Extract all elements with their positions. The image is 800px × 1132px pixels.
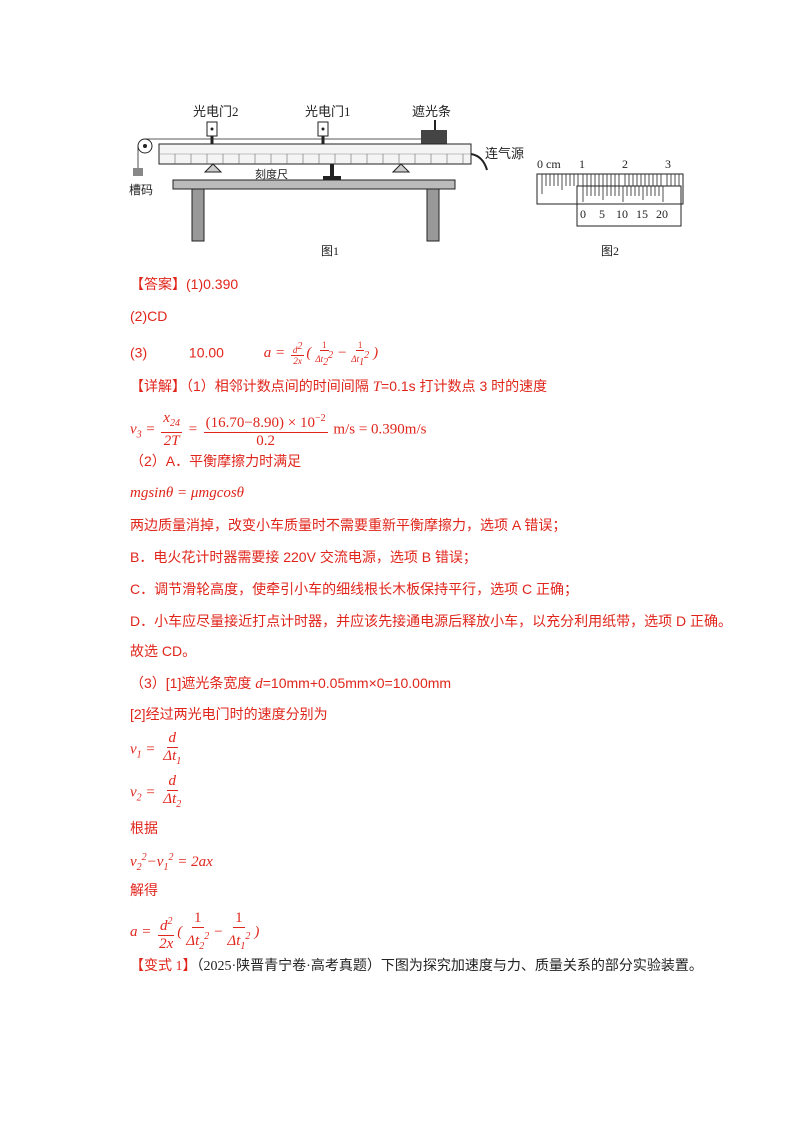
- detail-l9: [2]经过两光电门时的速度分别为: [130, 706, 328, 722]
- air-label: 连气源: [485, 146, 524, 161]
- detail-tag: 【详解】: [130, 378, 186, 394]
- answer-part-1: (1)0.390: [186, 276, 239, 292]
- figure-2-vernier-caliper: 0 cm 1 2 3 0 5 10 15 20 图2: [536, 157, 684, 258]
- answer-line-1: 【答案】(1)0.390: [130, 274, 238, 294]
- detail-line-1: 【详解】（1）相邻计数点间的时间间隔 T=0.1s 打计数点 3 时的速度: [130, 376, 547, 397]
- eq1-unit: m/s = 0.390m/s: [333, 421, 427, 438]
- answer-tag: 【答案】: [130, 276, 186, 292]
- vernier-label-10: 10: [616, 207, 628, 221]
- main-scale-label-2: 2: [622, 157, 628, 171]
- eq1-den: 2T: [163, 433, 180, 449]
- variant-line: 【变式 1】（2025·陕晋青宁卷·高考真题）下图为探究加速度与力、质量关系的部…: [130, 957, 703, 977]
- detail-l3: 两边质量消掉，改变小车质量时不需要重新平衡摩擦力，选项 A 错误；: [130, 517, 567, 533]
- detail-l8-var: d: [255, 676, 263, 692]
- shade-label: 遮光条: [412, 104, 451, 119]
- detail-l8-text-a: （3）[1]遮光条宽度: [130, 675, 256, 691]
- eq1-x: x: [163, 410, 170, 426]
- equation-kinematic: v22−v12 = 2ax: [130, 852, 213, 873]
- detail-l1-var: T: [372, 379, 382, 395]
- answer-part-2: (2)CD: [130, 308, 168, 324]
- equation-friction: mgsinθ = μmgcosθ: [130, 485, 245, 501]
- eq1-x-sub: 24: [169, 418, 180, 429]
- detail-l6: D．小车应尽量接近打点计时器，并应该先接通电源后释放小车，以充分利用纸带，选项 …: [130, 613, 732, 629]
- main-scale-label-0: 0 cm: [537, 157, 561, 171]
- detail-l1-text-b: =0.1s 打计数点 3 时的速度: [381, 378, 548, 394]
- eq1-lhs-sub: 3: [136, 429, 142, 441]
- vernier-label-5: 5: [599, 207, 605, 221]
- answer-part-3-value: 10.00: [188, 344, 224, 361]
- detail-l5: C．调节滑轮高度，使牵引小车的细线根长木板保持平行，选项 C 正确；: [130, 581, 578, 597]
- main-scale-label-1: 1: [579, 157, 585, 171]
- vernier-label-20: 20: [656, 207, 668, 221]
- detail-l4: B．电火花计时器需要接 220V 交流电源，选项 B 错误；: [130, 549, 477, 565]
- detail-l7: 故选 CD。: [130, 643, 197, 659]
- detail-l2: （2）A．平衡摩擦力时满足: [130, 453, 302, 469]
- vernier-label-15: 15: [636, 207, 648, 221]
- figure2-caption: 图2: [601, 244, 619, 258]
- eq1-num2: (16.70−8.90) × 10: [205, 415, 316, 431]
- eq1-lhs: v: [130, 421, 137, 438]
- detail-l1-text-a: （1）相邻计数点间的时间间隔: [186, 378, 373, 394]
- vernier-label-0: 0: [580, 207, 586, 221]
- eq1-den2: 0.2: [256, 433, 275, 449]
- variant-tag: 【变式 1】: [130, 959, 197, 974]
- weight-label: 槽码: [129, 183, 153, 197]
- detail-l8-text-b: =10mm+0.05mm×0=10.00mm: [262, 675, 452, 691]
- eq1-exp: −2: [315, 413, 326, 424]
- answer-part-3-number: (3): [130, 344, 148, 361]
- gate2-label: 光电门2: [193, 104, 239, 119]
- detail-line-8: （3）[1]遮光条宽度 d=10mm+0.05mm×0=10.00mm: [130, 673, 451, 694]
- figure-1-apparatus: 光电门2 光电门1 遮光条 槽码 连气源 刻度尺 图1: [129, 104, 524, 258]
- main-scale-label-3: 3: [665, 157, 671, 171]
- detail-l10: 根据: [130, 820, 158, 836]
- ruler-label: 刻度尺: [255, 167, 288, 181]
- figure1-caption: 图1: [321, 244, 339, 258]
- variant-text: （2025·陕晋青宁卷·高考真题）下图为探究加速度与力、质量关系的部分实验装置。: [196, 959, 703, 974]
- detail-l11: 解得: [130, 882, 158, 898]
- gate1-label: 光电门1: [305, 104, 351, 119]
